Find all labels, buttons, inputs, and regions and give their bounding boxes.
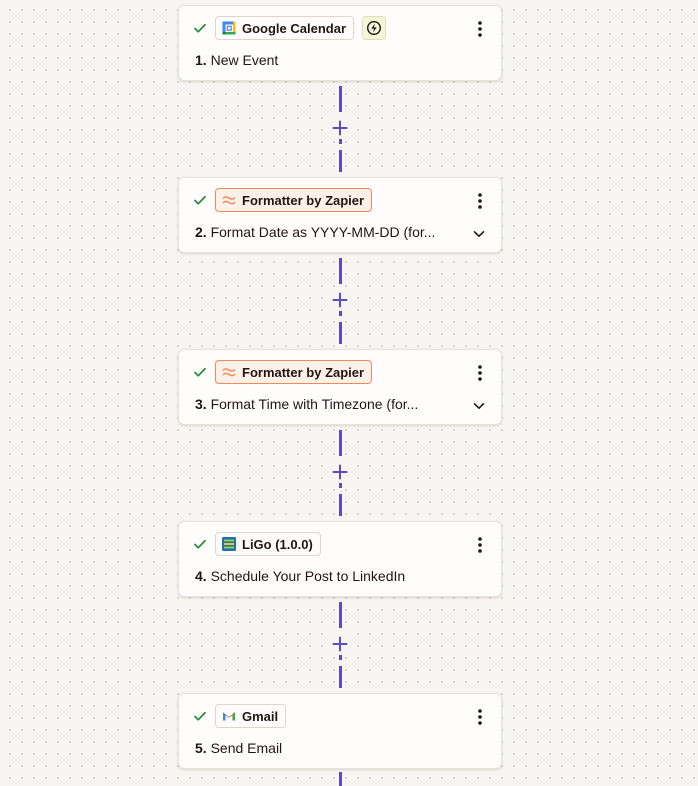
add-step-button[interactable] bbox=[329, 461, 351, 483]
lightning-bolt-icon bbox=[367, 20, 382, 36]
gmail-icon bbox=[223, 711, 235, 721]
more-options-button[interactable] bbox=[472, 707, 488, 727]
step-number: 2. bbox=[195, 224, 207, 240]
check-icon bbox=[194, 367, 206, 377]
more-options-button[interactable] bbox=[472, 363, 488, 383]
formatter-icon bbox=[222, 368, 236, 377]
app-badge[interactable]: Google Calendar bbox=[215, 16, 355, 40]
ligo-icon bbox=[222, 537, 236, 551]
step-title-text: New Event bbox=[210, 52, 279, 68]
plus-icon bbox=[332, 292, 348, 308]
app-name: Gmail bbox=[242, 708, 279, 724]
plus-icon bbox=[332, 464, 348, 480]
app-badge[interactable]: Formatter by Zapier bbox=[215, 360, 373, 384]
step-title: 4. Schedule Your Post to LinkedIn bbox=[195, 568, 457, 584]
step-title: 5. Send Email bbox=[195, 740, 457, 756]
step-title: 3. Format Time with Timezone (for... bbox=[195, 396, 457, 412]
check-icon bbox=[194, 539, 206, 549]
trigger-badge bbox=[362, 16, 387, 40]
app-name: LiGo (1.0.0) bbox=[242, 536, 313, 552]
step-title-text: Format Time with Timezone (for... bbox=[210, 396, 419, 412]
expand-step-button[interactable] bbox=[471, 398, 487, 414]
more-vertical-icon bbox=[478, 709, 482, 725]
google-calendar-icon bbox=[222, 21, 236, 35]
app-badge[interactable]: LiGo (1.0.0) bbox=[215, 532, 321, 556]
more-vertical-icon bbox=[478, 193, 482, 209]
plus-icon bbox=[332, 636, 348, 652]
step-title-text: Format Date as YYYY-MM-DD (for... bbox=[210, 224, 436, 240]
step-number: 3. bbox=[195, 396, 207, 412]
more-options-button[interactable] bbox=[472, 535, 488, 555]
step-number: 5. bbox=[195, 740, 207, 756]
more-vertical-icon bbox=[478, 365, 482, 381]
more-vertical-icon bbox=[478, 537, 482, 553]
check-icon bbox=[194, 195, 206, 205]
step-title-text: Schedule Your Post to LinkedIn bbox=[210, 568, 406, 584]
app-badge[interactable]: Gmail bbox=[215, 704, 287, 728]
app-name: Google Calendar bbox=[242, 20, 347, 36]
add-step-button[interactable] bbox=[329, 633, 351, 655]
check-icon bbox=[194, 711, 206, 721]
check-icon bbox=[194, 23, 206, 33]
step-title: 1. New Event bbox=[195, 52, 457, 68]
formatter-icon bbox=[222, 196, 236, 205]
add-step-button[interactable] bbox=[329, 289, 351, 311]
more-vertical-icon bbox=[478, 21, 482, 37]
plus-icon bbox=[332, 120, 348, 136]
step-card-1[interactable]: Google Calendar 1. New Event bbox=[178, 5, 502, 81]
chevron-down-icon bbox=[473, 403, 485, 409]
step-title: 2. Format Date as YYYY-MM-DD (for... bbox=[195, 224, 457, 240]
more-options-button[interactable] bbox=[472, 19, 488, 39]
expand-step-button[interactable] bbox=[471, 226, 487, 242]
step-card-4[interactable]: LiGo (1.0.0) 4. Schedule Your Post to Li… bbox=[178, 521, 502, 597]
step-number: 1. bbox=[195, 52, 207, 68]
app-badge[interactable]: Formatter by Zapier bbox=[215, 188, 373, 212]
add-step-button[interactable] bbox=[329, 117, 351, 139]
step-title-text: Send Email bbox=[210, 740, 283, 756]
more-options-button[interactable] bbox=[472, 191, 488, 211]
step-number: 4. bbox=[195, 568, 207, 584]
step-connector bbox=[339, 772, 342, 786]
step-card-2[interactable]: Formatter by Zapier 2. Format Date as YY… bbox=[178, 177, 502, 253]
app-name: Formatter by Zapier bbox=[242, 192, 365, 208]
chevron-down-icon bbox=[473, 231, 485, 237]
app-name: Formatter by Zapier bbox=[242, 364, 365, 380]
step-card-3[interactable]: Formatter by Zapier 3. Format Time with … bbox=[178, 349, 502, 425]
step-card-5[interactable]: Gmail 5. Send Email bbox=[178, 693, 502, 769]
